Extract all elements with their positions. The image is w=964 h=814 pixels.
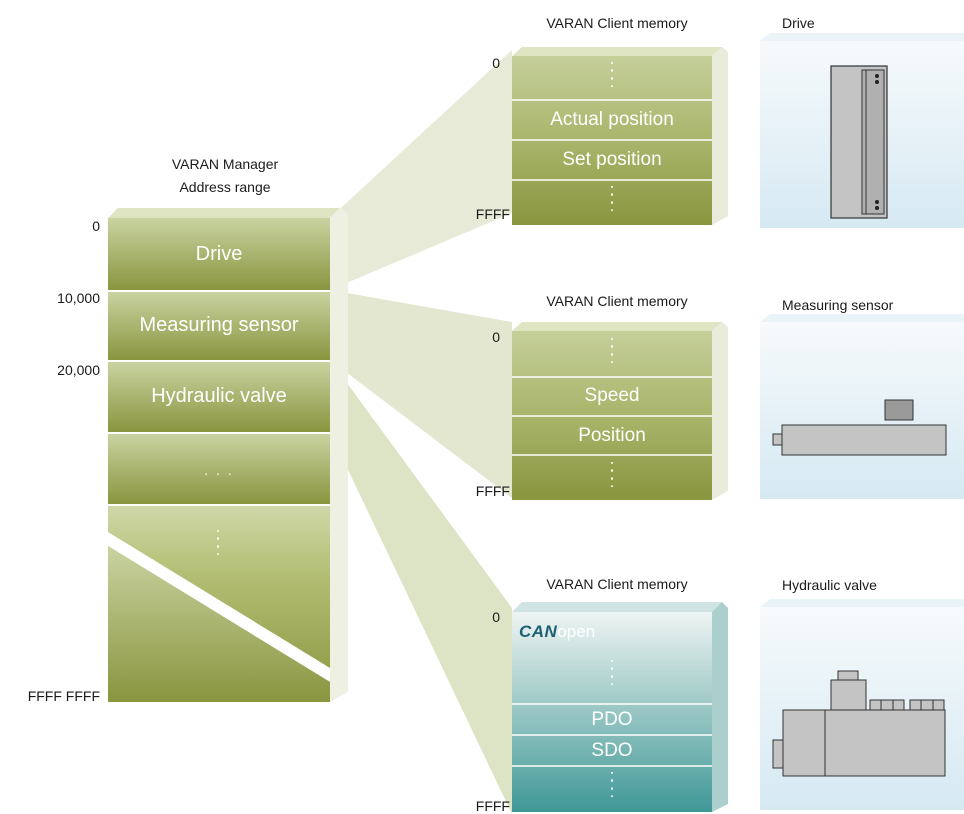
- device-panel-measuring: [760, 322, 964, 499]
- client2-addr-end: FFFF: [475, 483, 510, 499]
- manager-seg-vdots-1: :: [215, 524, 221, 543]
- client1-dots-bottom: :::: [597, 181, 627, 214]
- canopen-logo: CANopen: [519, 622, 595, 642]
- client1-addr-end: FFFF: [475, 206, 510, 222]
- client2-addr-start: 0: [492, 329, 500, 345]
- client3-addr-start: 0: [492, 609, 500, 625]
- manager-title-line2: Address range: [179, 179, 271, 195]
- manager-addr-end: FFFF FFFF: [27, 688, 100, 704]
- canopen-logo-light: open: [557, 622, 596, 641]
- canopen-logo-bold: CAN: [519, 622, 558, 641]
- device-label-measuring: Measuring sensor: [782, 297, 894, 313]
- client2-side-face: [712, 322, 728, 500]
- manager-title-line1: VARAN Manager: [171, 156, 279, 172]
- client1-dots-bottom-2: :: [609, 188, 615, 207]
- funnel-drive: [330, 50, 512, 290]
- manager-seg-vdots-3: :: [215, 540, 221, 559]
- device-panel-measuring-top: [760, 314, 964, 322]
- client1-dots-top-3: :: [609, 72, 615, 91]
- measuring-sensor-icon: [772, 399, 947, 456]
- client3-dots-top-3: :: [609, 670, 615, 689]
- client1-dots-top-2: :: [609, 64, 615, 83]
- manager-seg-vdots-2: :: [215, 532, 221, 551]
- client3-dots-bottom-1: :: [609, 766, 615, 785]
- client2-dots-top: :::: [597, 333, 627, 366]
- device-panel-hydraulic-top: [760, 599, 964, 607]
- client3-row2: SDO: [591, 740, 633, 761]
- device-panel-drive-top: [760, 33, 964, 41]
- hydraulic-valve-icon: [772, 670, 946, 777]
- manager-seg-vdots: :::: [203, 525, 233, 558]
- client1-side-face: [712, 47, 728, 225]
- manager-seg-drive: Drive: [195, 243, 243, 265]
- client1-title: VARAN Client memory: [546, 15, 688, 31]
- client3-dots-bottom-3: :: [609, 782, 615, 801]
- manager-seg-lower: [108, 546, 330, 702]
- client3-dots-bottom-2: :: [609, 774, 615, 793]
- client3-dots-bottom: :::: [597, 767, 627, 800]
- client2-dots-bottom-3: :: [609, 472, 615, 491]
- client1-row1: Actual position: [550, 109, 674, 130]
- client2-row1: Speed: [584, 385, 640, 406]
- manager-seg-hydraulic-bg: [108, 362, 330, 432]
- client3-row1: PDO: [591, 709, 633, 730]
- client2-row2: Position: [578, 425, 646, 446]
- client1-top-face: [512, 47, 722, 56]
- manager-side-face: [330, 208, 348, 702]
- client2-dots-top-2: :: [609, 340, 615, 359]
- client1-dots-top-1: :: [609, 56, 615, 75]
- manager-seg-measuring-bg: [108, 292, 330, 360]
- device-label-drive: Drive: [782, 15, 815, 31]
- manager-addr-20000: 20,000: [57, 362, 100, 378]
- client3-side-face: [712, 602, 728, 812]
- client2-dots-bottom-1: :: [609, 456, 615, 475]
- client3-dots-top-2: :: [609, 662, 615, 681]
- manager-top-face: [108, 208, 340, 218]
- client1-dots-top: :::: [597, 57, 627, 90]
- client1-dots-bottom-1: :: [609, 180, 615, 199]
- client3-title: VARAN Client memory: [546, 576, 688, 592]
- client3-addr-end: FFFF: [475, 798, 510, 814]
- client2-top-face: [512, 322, 722, 331]
- client1-dots-bottom-3: :: [609, 196, 615, 215]
- manager-seg-drive-bg: [108, 218, 330, 290]
- client2-dots-bottom-2: :: [609, 464, 615, 483]
- manager-addr-10000: 10,000: [57, 290, 100, 306]
- funnel-hydraulic: [330, 360, 512, 814]
- manager-seg-more: . . .: [204, 462, 234, 478]
- manager-addr-0: 0: [92, 218, 100, 234]
- client2-dots-bottom: :::: [597, 457, 627, 490]
- client2-dots-top-3: :: [609, 348, 615, 367]
- drive-device-icon: [830, 65, 888, 219]
- client1-row2: Set position: [562, 149, 662, 170]
- device-label-hydraulic: Hydraulic valve: [782, 577, 877, 593]
- manager-seg-hydraulic: Hydraulic valve: [151, 385, 287, 407]
- client3-top-face: [512, 602, 722, 612]
- client3-dots-top-1: :: [609, 654, 615, 673]
- client2-dots-top-1: :: [609, 332, 615, 351]
- funnel-measuring: [330, 290, 512, 498]
- client3-dots-top: :::: [597, 655, 627, 688]
- client3-body: [512, 612, 712, 812]
- manager-seg-more-bg: [108, 434, 330, 504]
- client2-title: VARAN Client memory: [546, 293, 688, 309]
- client1-addr-start: 0: [492, 55, 500, 71]
- manager-seg-measuring: Measuring sensor: [139, 314, 299, 336]
- manager-break-line: [108, 532, 330, 682]
